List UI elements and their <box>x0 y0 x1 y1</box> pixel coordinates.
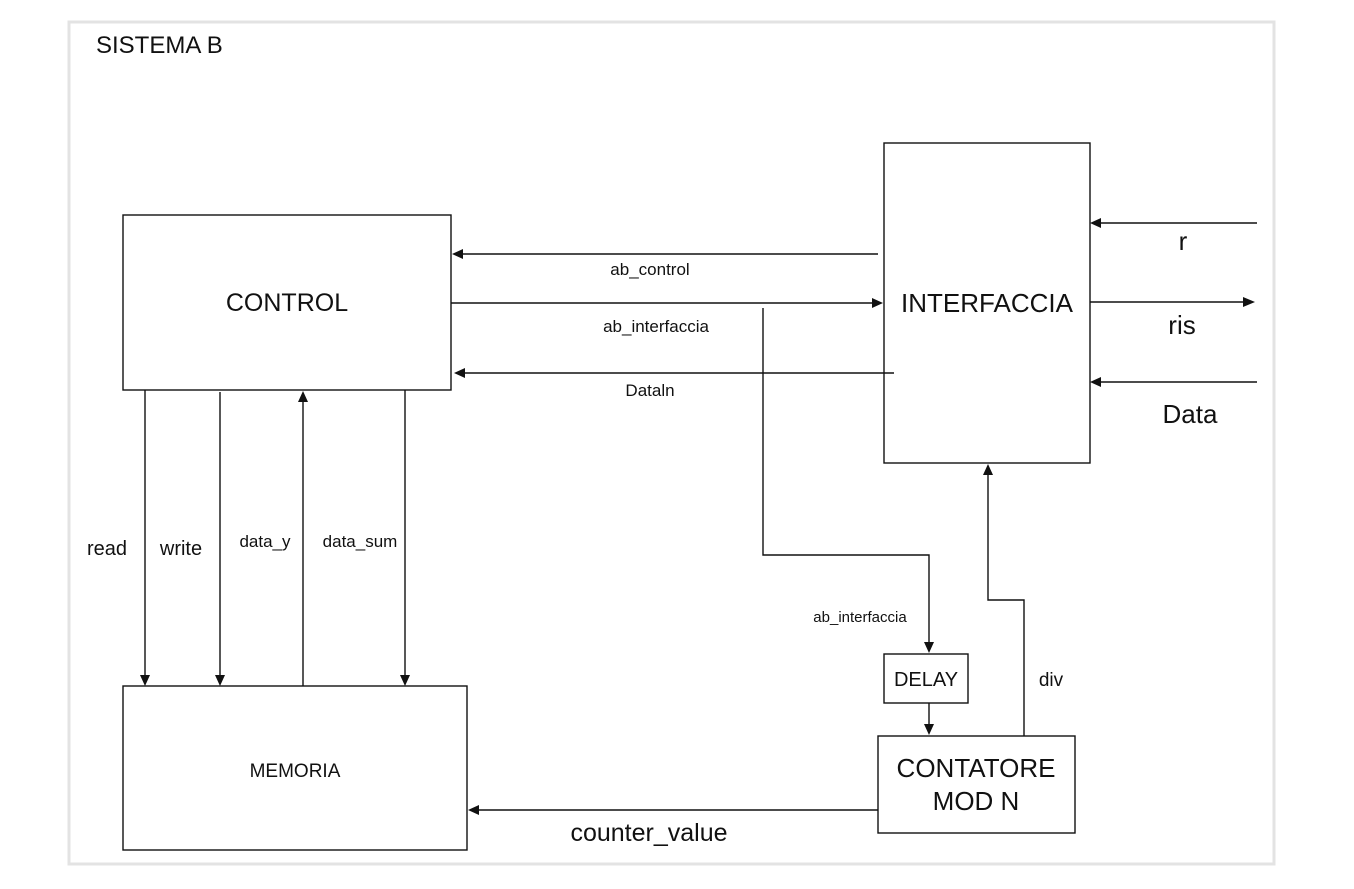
wire-dataln <box>454 368 894 378</box>
signal-write: write <box>159 538 202 560</box>
signal-data-y: data_y <box>239 532 291 551</box>
signal-dataln: Dataln <box>625 381 674 400</box>
wire-ab-interfaccia-to-delay <box>762 308 934 653</box>
signal-r: r <box>1179 226 1188 256</box>
memoria-block <box>122 685 468 851</box>
signal-read: read <box>87 538 127 560</box>
system-title: SISTEMA B <box>96 32 223 59</box>
wire-data-y <box>298 391 308 686</box>
signal-ab-control: ab_control <box>610 260 689 279</box>
signal-ris: ris <box>1168 310 1195 340</box>
memoria-label: MEMORIA <box>250 761 341 782</box>
delay-block <box>883 653 969 704</box>
signal-data: Data <box>1163 399 1218 429</box>
contatore-label-line2: MOD N <box>933 786 1020 816</box>
wire-ab-interfaccia <box>451 298 883 308</box>
control-label: CONTROL <box>226 289 348 317</box>
wire-counter-value <box>468 805 878 815</box>
signal-ab-interfaccia-delay: ab_interfaccia <box>813 609 907 626</box>
control-block <box>122 214 452 391</box>
contatore-label-line1: CONTATORE <box>897 753 1056 783</box>
signal-counter-value: counter_value <box>570 819 727 847</box>
wire-ab-control <box>452 249 878 259</box>
wire-div <box>983 464 1025 736</box>
wire-write <box>215 392 225 686</box>
signal-div: div <box>1039 670 1064 691</box>
signal-ab-interfaccia: ab_interfaccia <box>603 317 709 336</box>
signal-data-sum: data_sum <box>323 532 398 551</box>
delay-label: DELAY <box>894 669 958 691</box>
wire-r <box>1090 218 1257 228</box>
wire-delay-to-contatore <box>924 703 934 735</box>
interfaccia-label: INTERFACCIA <box>901 288 1074 318</box>
interfaccia-block <box>883 142 1091 464</box>
wire-data <box>1090 377 1257 387</box>
wire-ris <box>1090 297 1255 307</box>
contatore-block <box>877 735 1076 834</box>
wire-read <box>140 390 150 686</box>
wire-data-sum <box>400 390 410 686</box>
